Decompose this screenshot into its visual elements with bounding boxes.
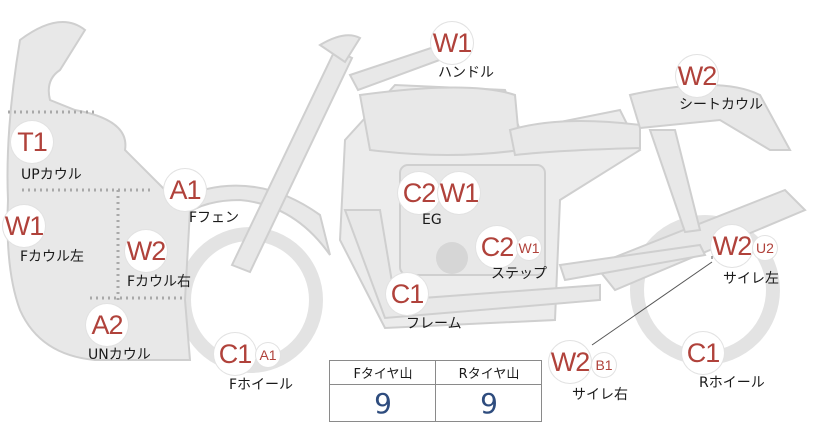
fuel-tank-shape [358, 86, 522, 156]
under-cowl-label: UNカウル [88, 347, 151, 363]
front-cowl-left-label: Fカウル左 [20, 249, 85, 265]
cowl-section-lines [8, 110, 185, 300]
front-cowl-right-label: Fカウル右 [127, 274, 192, 290]
sailer-right-sub-code: B1 [592, 353, 616, 377]
step-code: C2 [476, 226, 518, 268]
rear-tread-header: Rタイヤ山 [436, 361, 542, 385]
table-divider [435, 361, 436, 421]
rear-shock-shape [648, 129, 702, 234]
front-fender-shape [173, 184, 331, 256]
seat-shape [508, 120, 641, 157]
front-fender-code: A1 [164, 169, 206, 211]
handlebar-grip-shape [348, 43, 447, 92]
handle-label: ハンドル [438, 65, 494, 81]
bike-panels [6, 21, 807, 373]
rear-tread-value: 9 [480, 386, 498, 420]
front-fork-shape [230, 48, 354, 274]
front-cowl-left-code: W1 [3, 205, 45, 247]
front-fender-label: Fフェン [189, 210, 240, 226]
front-wheel-label: Fホイール [229, 377, 294, 393]
sailer-right-code: W2 [549, 341, 591, 383]
exhaust-pipe-shape [343, 209, 601, 320]
sailer-left-sub-code: U2 [753, 236, 777, 260]
swingarm-shape [558, 243, 707, 282]
under-cowl-code: A2 [86, 304, 128, 346]
handle-code: W1 [431, 22, 473, 64]
engine-cover-shape [436, 242, 468, 274]
tire-tread-table: Fタイヤ山 Rタイヤ山 9 9 [329, 360, 542, 422]
front-wheel-code: C1 [214, 333, 256, 375]
sailer-right-label: サイレ右 [572, 387, 628, 403]
engine-code-secondary: W1 [438, 172, 480, 214]
engine-label: EG [422, 212, 442, 228]
seat-cowl-label: シートカウル [679, 97, 763, 113]
front-tread-value: 9 [374, 386, 392, 420]
seat-cowl-code: W2 [676, 55, 718, 97]
frame-code: C1 [386, 273, 428, 315]
front-cowl-right-code: W2 [125, 230, 167, 272]
step-sub-code: W1 [517, 236, 541, 260]
front-wheel-sub-code: A1 [256, 343, 280, 367]
up-cowl-label: UPカウル [21, 167, 82, 183]
rear-wheel-code: C1 [682, 332, 724, 374]
step-label: ステップ [491, 266, 547, 282]
engine-code-primary: C2 [398, 172, 440, 214]
frame-label: フレーム [406, 316, 462, 332]
seat-cowl-shape [628, 84, 792, 151]
front-cowl-shape [6, 21, 192, 361]
up-cowl-code: T1 [11, 121, 53, 163]
sailer-left-code: W2 [711, 225, 753, 267]
rear-wheel-label: Rホイール [699, 375, 765, 391]
handlebar-shape [318, 34, 362, 64]
sailer-left-label: サイレ左 [723, 271, 779, 287]
sailer-leader-line [591, 261, 713, 346]
front-tread-header: Fタイヤ山 [330, 361, 436, 385]
